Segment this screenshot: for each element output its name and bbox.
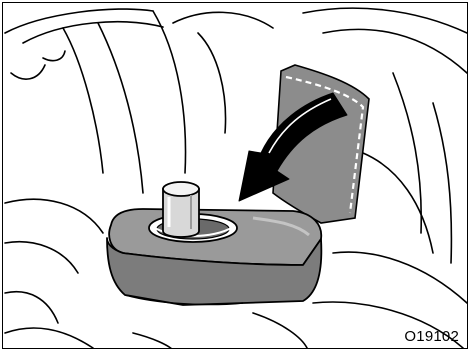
illustration-frame: O19102 xyxy=(2,2,468,349)
figure-reference-code: O19102 xyxy=(404,328,459,345)
rear-seat-armrest-illustration xyxy=(3,3,468,349)
cup-icon xyxy=(163,182,199,237)
